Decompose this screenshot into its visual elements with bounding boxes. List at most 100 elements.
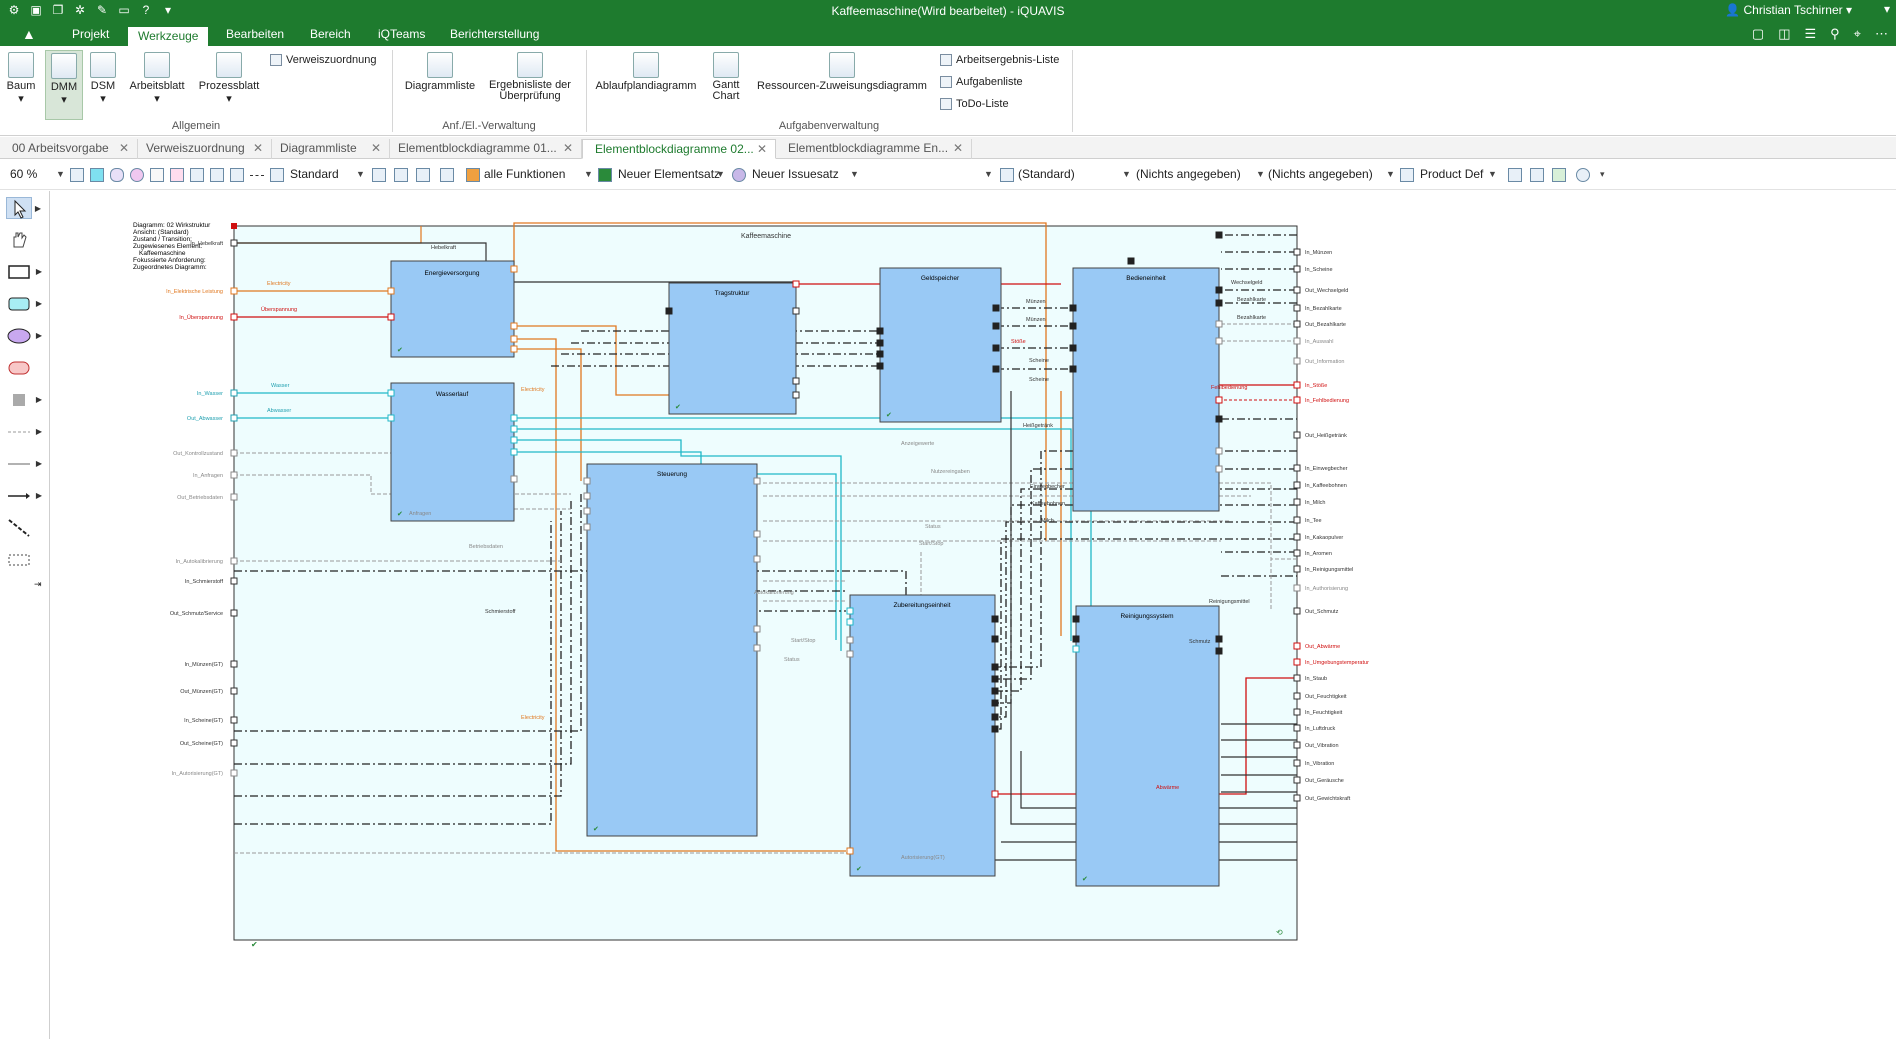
block-port[interactable] — [753, 625, 761, 633]
boundary-port[interactable] — [1293, 565, 1301, 573]
close-icon[interactable]: ✕ — [756, 142, 767, 156]
block-port[interactable] — [991, 790, 999, 798]
boundary-port[interactable] — [1293, 674, 1301, 682]
close-icon[interactable]: ✕ — [562, 141, 573, 155]
block-port[interactable] — [1127, 257, 1135, 265]
ergebnisliste-button[interactable]: Ergebnisliste der Überprüfung — [484, 52, 576, 102]
arbeitsergebnis-button[interactable]: Arbeitsergebnis-Liste — [940, 54, 1059, 66]
label-icon[interactable] — [190, 168, 204, 182]
block-port[interactable] — [792, 307, 800, 315]
boundary-port[interactable] — [230, 389, 238, 397]
block-port[interactable] — [583, 523, 591, 531]
boundary-port[interactable] — [1293, 304, 1301, 312]
boundary-port[interactable] — [1293, 498, 1301, 506]
boundary-port[interactable] — [1293, 549, 1301, 557]
connection-line[interactable] — [514, 428, 1072, 641]
block-port[interactable] — [387, 414, 395, 422]
block-port[interactable] — [1215, 396, 1223, 404]
pan-tool[interactable] — [6, 229, 32, 251]
block-wasserlauf[interactable] — [390, 382, 515, 522]
boundary-port[interactable] — [1293, 724, 1301, 732]
view-icon[interactable] — [1000, 168, 1014, 182]
block-port[interactable] — [876, 362, 884, 370]
function-icon[interactable] — [466, 168, 480, 182]
block-port[interactable] — [510, 345, 518, 353]
boundary-port[interactable] — [1293, 337, 1301, 345]
boundary-port[interactable] — [230, 577, 238, 585]
chevron-down-icon[interactable]: ▼ — [1386, 169, 1395, 179]
block-port[interactable] — [583, 492, 591, 500]
rect-shape-icon[interactable] — [90, 168, 104, 182]
block-port[interactable] — [665, 307, 673, 315]
block-port[interactable] — [753, 530, 761, 538]
tab-bereich[interactable]: Bereich — [310, 27, 351, 41]
layout-single-icon[interactable]: ▢ — [1751, 26, 1765, 41]
block-port[interactable] — [991, 699, 999, 707]
table-icon[interactable] — [372, 168, 386, 182]
chevron-down-icon[interactable]: ▼ — [356, 169, 365, 179]
state-select[interactable]: (Nichts angegeben) — [1136, 167, 1241, 181]
block-port[interactable] — [792, 391, 800, 399]
verweiszuordnung-button[interactable]: Verweiszuordnung — [270, 54, 377, 66]
format-icon[interactable] — [70, 168, 84, 182]
chevron-down-icon[interactable]: ▼ — [984, 169, 993, 179]
tab-projekt[interactable]: Projekt — [72, 27, 110, 41]
block-port[interactable] — [1215, 320, 1223, 328]
block-port[interactable] — [753, 477, 761, 485]
block-port[interactable] — [991, 687, 999, 695]
help-icon[interactable]: ? — [142, 3, 150, 17]
doc-tab-ebd-en[interactable]: Elementblockdiagramme En...✕ — [776, 139, 972, 159]
block-port[interactable] — [1215, 447, 1223, 455]
layout-list-icon[interactable]: ☰ — [1804, 26, 1817, 41]
prozessblatt-button[interactable]: Prozessblatt▾ — [194, 52, 264, 105]
block-port[interactable] — [846, 650, 854, 658]
block-port[interactable] — [753, 555, 761, 563]
block-port[interactable] — [510, 448, 518, 456]
dmm-button[interactable]: DMM▾ — [45, 50, 83, 120]
block-diagram[interactable]: Kaffeemaschine ✔ ⟲ Diagramm: 02 Wirkstru… — [51, 191, 1896, 1039]
block-port[interactable] — [1215, 415, 1223, 423]
connection-line[interactable] — [514, 348, 582, 481]
connection-line[interactable] — [994, 488, 1297, 692]
layout-split-icon[interactable]: ◫ — [1778, 26, 1791, 41]
connection-line[interactable] — [994, 538, 1297, 730]
diagram-canvas[interactable]: Kaffeemaschine ✔ ⟲ Diagramm: 02 Wirkstru… — [51, 191, 1896, 1039]
align-icon[interactable] — [230, 168, 244, 182]
rounded-shape-icon[interactable] — [110, 168, 124, 182]
block-port[interactable] — [991, 725, 999, 733]
dash-line-icon[interactable] — [250, 168, 264, 176]
block-port[interactable] — [510, 265, 518, 273]
doc-tab-verweiszuordnung[interactable]: Verweiszuordnung✕ — [134, 139, 272, 159]
block-port[interactable] — [510, 475, 518, 483]
app-icon[interactable]: ⚙ — [8, 3, 20, 17]
element-set-select[interactable]: Neuer Elementsatz — [618, 167, 721, 181]
boundary-port[interactable] — [230, 449, 238, 457]
block-reinigungssystem[interactable] — [1075, 605, 1220, 887]
pin-icon[interactable]: ⌖ — [1853, 26, 1861, 41]
boundary-port[interactable] — [1293, 794, 1301, 802]
save-icon[interactable]: ▣ — [30, 3, 42, 17]
boundary-port[interactable] — [1293, 481, 1301, 489]
block-port[interactable] — [510, 335, 518, 343]
boundary-port[interactable] — [1293, 658, 1301, 666]
block-port[interactable] — [510, 436, 518, 444]
dashed-line-tool[interactable]: ▶ — [6, 421, 42, 443]
tab-bearbeiten[interactable]: Bearbeiten — [226, 27, 285, 41]
block-port[interactable] — [991, 663, 999, 671]
transition-select[interactable]: (Nichts angegeben) — [1268, 167, 1373, 181]
expand-palette-icon[interactable]: ⇥ — [34, 579, 42, 589]
block-port[interactable] — [387, 313, 395, 321]
chevron-down-icon[interactable]: ▾ — [1600, 169, 1605, 179]
block-port[interactable] — [1072, 635, 1080, 643]
function-filter-select[interactable]: alle Funktionen — [484, 167, 566, 181]
connection-line[interactable] — [994, 521, 1297, 718]
group-icon[interactable] — [210, 168, 224, 182]
block-port[interactable] — [1215, 299, 1223, 307]
boundary-port[interactable] — [230, 660, 238, 668]
connection-line[interactable] — [234, 511, 562, 797]
connect-icon[interactable] — [416, 168, 430, 182]
block-port[interactable] — [583, 507, 591, 515]
block-port[interactable] — [1069, 365, 1077, 373]
boundary-port[interactable] — [1293, 357, 1301, 365]
close-icon[interactable]: ✕ — [370, 141, 381, 155]
